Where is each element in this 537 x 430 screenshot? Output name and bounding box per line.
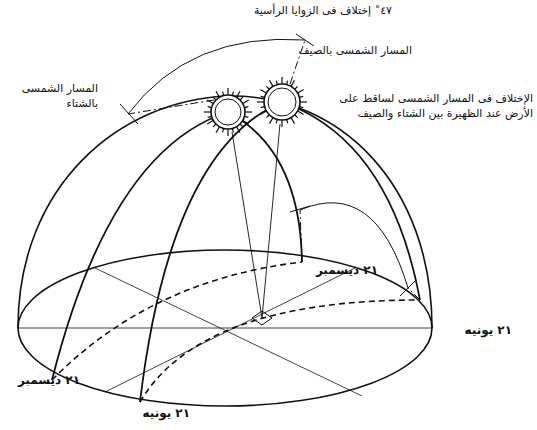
- sun-ray: [257, 101, 264, 102]
- noon-difference-note: الإختلاف فى المسار الشمسى لساقط على الأر…: [333, 92, 533, 122]
- sun-ray: [281, 120, 282, 127]
- summer-ray: [262, 124, 280, 318]
- winter-path-label: المسار الشمسى بالشتاء: [10, 82, 98, 112]
- sun-ray: [300, 101, 307, 102]
- date-label: ٢١ يونيه: [142, 405, 190, 421]
- sun-ray: [237, 91, 241, 97]
- sun-ray: [291, 80, 295, 86]
- sun-ray: [298, 111, 304, 115]
- ground-ellipse: [18, 250, 432, 406]
- sun-ray: [207, 100, 213, 104]
- sun-ray: [291, 118, 295, 124]
- winter-ground-path: [52, 262, 302, 380]
- winter-sun: [204, 88, 252, 136]
- dome-outline: [18, 96, 432, 328]
- angle-note: ٤٧˚ إختلاف فى الزوايا الرأسية: [254, 4, 392, 19]
- noon-difference-bracket: [290, 203, 420, 300]
- date-label: ٢١ ديسمبر: [18, 372, 80, 388]
- sun-ray: [298, 90, 304, 94]
- date-label: ٢١ يونيه: [464, 322, 512, 338]
- suns: [204, 77, 307, 136]
- summer-sun: [257, 77, 307, 127]
- sun-inner: [215, 99, 241, 125]
- sun-ray: [216, 127, 220, 133]
- sun-ray: [243, 100, 249, 104]
- sun-ray: [207, 121, 213, 125]
- summer-path-label: المسار الشمسى بالصيف: [298, 44, 412, 59]
- sun-ray: [216, 91, 220, 97]
- sun-ray: [227, 88, 228, 95]
- sun-ray: [270, 118, 274, 124]
- sun-ray: [270, 80, 274, 86]
- sun-ray: [260, 90, 266, 94]
- sun-ray: [243, 121, 249, 125]
- sun-ray: [245, 111, 252, 112]
- winter-sun-path: [52, 112, 302, 380]
- sun-inner: [268, 88, 296, 116]
- sun-ray: [204, 111, 211, 112]
- sun-ray: [281, 77, 282, 84]
- sun-ray: [260, 111, 266, 115]
- date-label: ٢١ ديسمبر: [316, 262, 378, 278]
- summer-sun-path: [140, 102, 420, 402]
- sun-disc: [211, 95, 245, 129]
- angle-bracket: [120, 34, 314, 124]
- summer-ground-path: [140, 300, 420, 402]
- sun-disc: [264, 84, 300, 120]
- sun-ray: [227, 129, 228, 136]
- sun-ray: [237, 127, 241, 133]
- winter-ray: [232, 132, 262, 318]
